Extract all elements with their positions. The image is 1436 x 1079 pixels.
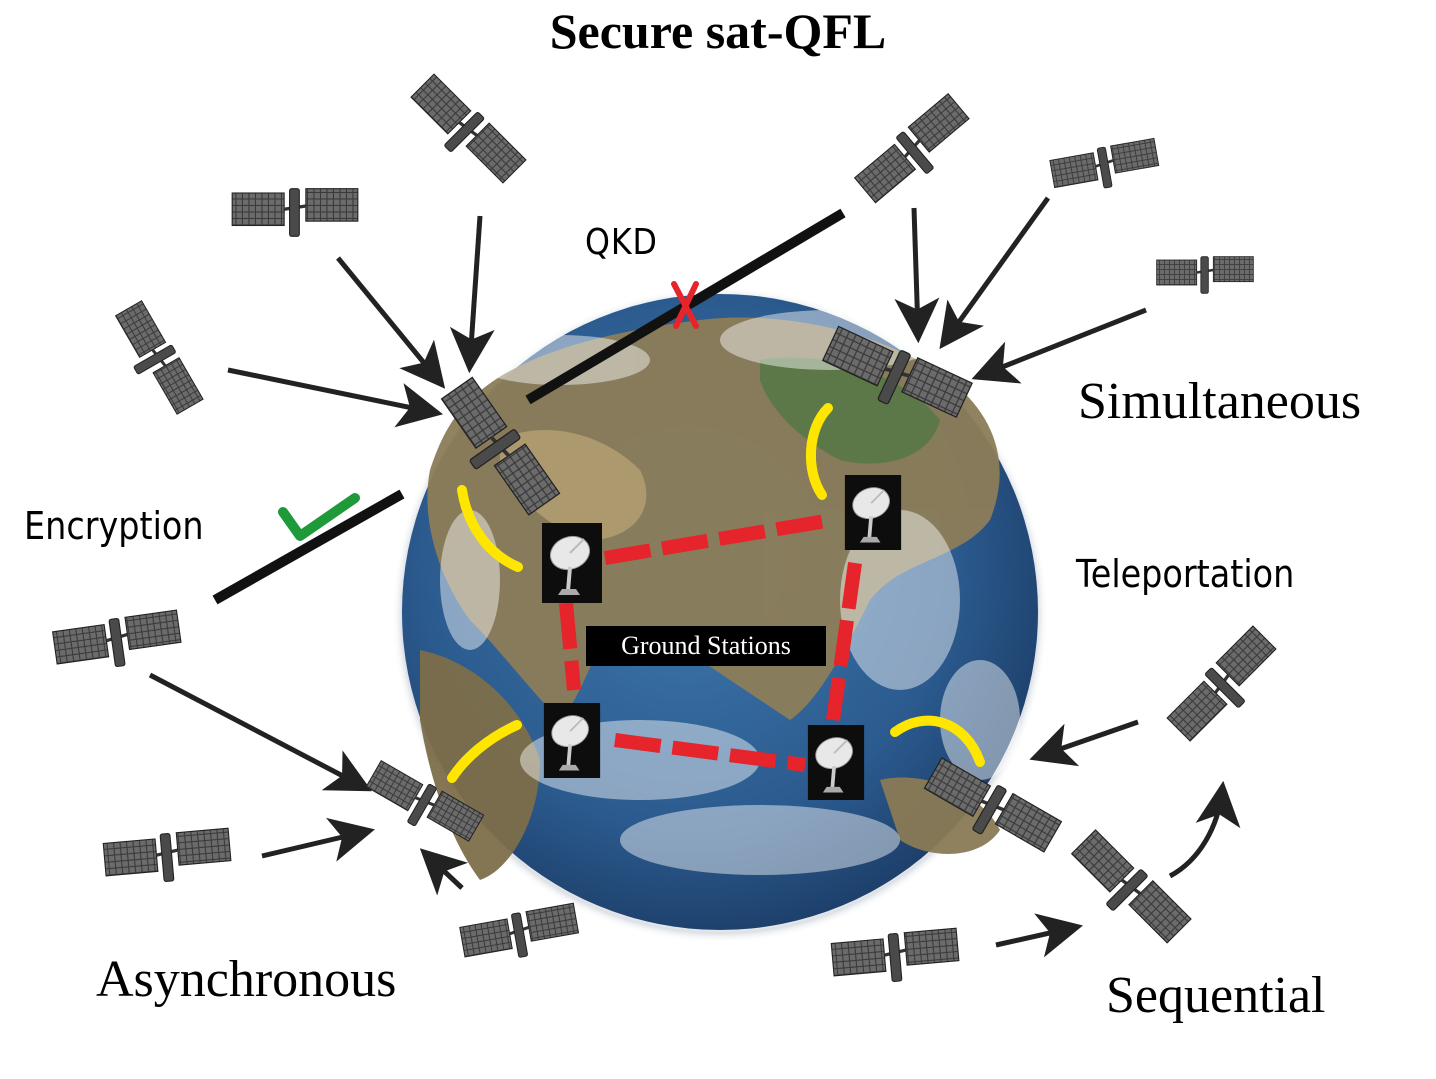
arrow bbox=[995, 913, 1083, 958]
satellite-icon bbox=[457, 901, 583, 969]
arrow bbox=[1029, 719, 1139, 767]
satellite-dish-icon bbox=[808, 725, 864, 800]
arc-bottom-left bbox=[447, 720, 522, 783]
teleportation-label: Teleportation bbox=[1076, 552, 1295, 596]
link-bottom bbox=[614, 733, 806, 772]
satellite-dish-icon bbox=[542, 523, 602, 603]
communication-arcs bbox=[447, 403, 985, 783]
satellite-icon bbox=[829, 926, 962, 989]
satellite-icon bbox=[50, 608, 185, 677]
link-top bbox=[603, 513, 834, 565]
encryption-link bbox=[212, 489, 405, 605]
satellite-icon bbox=[105, 297, 205, 423]
arrow bbox=[336, 256, 446, 389]
ground-stations-label: Ground Stations bbox=[586, 626, 826, 666]
satellite-icon bbox=[850, 92, 981, 213]
arrows bbox=[148, 196, 1241, 958]
cross-mark-icon bbox=[671, 281, 699, 329]
arrow bbox=[449, 215, 495, 374]
arrow bbox=[1168, 780, 1241, 879]
satellite-icon bbox=[1061, 824, 1193, 956]
link-right bbox=[826, 562, 862, 721]
arrow bbox=[261, 817, 375, 862]
arrow bbox=[939, 196, 1051, 350]
sequential-label: Sequential bbox=[1106, 967, 1326, 1024]
diagram-title: Secure sat-QFL bbox=[549, 3, 887, 59]
asynchronous-label: Asynchronous bbox=[96, 951, 397, 1008]
arc-bottom-right bbox=[890, 715, 985, 767]
clouds bbox=[440, 310, 1020, 875]
arc-top-left bbox=[457, 485, 523, 572]
arrow bbox=[419, 848, 468, 896]
satellite-icon bbox=[401, 69, 528, 196]
check-mark-icon bbox=[278, 493, 360, 541]
arrow bbox=[227, 367, 444, 428]
satellite-icon bbox=[101, 826, 234, 889]
satellite-dish-icon bbox=[845, 475, 901, 550]
satellite-icon bbox=[1047, 136, 1163, 199]
satellite-icon bbox=[1155, 255, 1255, 295]
arrow bbox=[894, 207, 940, 344]
ground-station-links bbox=[559, 513, 862, 772]
qkd-label: QKD bbox=[585, 222, 658, 263]
arrow bbox=[148, 672, 372, 792]
satellite-icon bbox=[1162, 624, 1289, 751]
simultaneous-label: Simultaneous bbox=[1078, 373, 1362, 430]
encryption-label: Encryption bbox=[24, 504, 204, 548]
satellite-dish-icon bbox=[544, 703, 600, 778]
satellite-icon bbox=[230, 187, 360, 238]
arc-top-right bbox=[805, 403, 833, 500]
link-left bbox=[559, 602, 581, 691]
arrow bbox=[971, 307, 1147, 384]
